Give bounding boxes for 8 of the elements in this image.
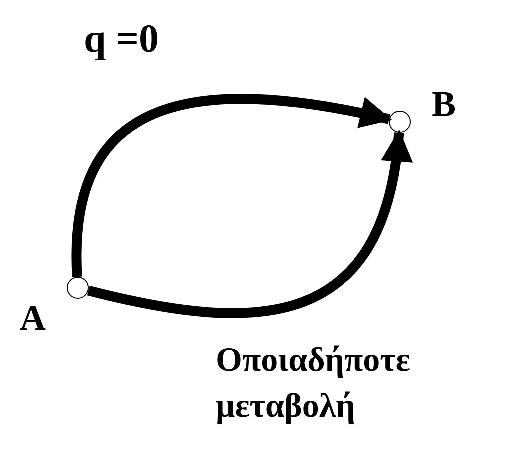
edge-label: q =0 (84, 15, 160, 63)
point-circle (389, 111, 411, 133)
point-label: B (432, 86, 456, 122)
curved-arrow (88, 130, 412, 318)
edge-label: Οποιαδήποτε μεταβολή (216, 341, 412, 427)
point-label: A (20, 300, 46, 336)
curved-arrow (72, 94, 392, 278)
point-circle (67, 277, 89, 299)
